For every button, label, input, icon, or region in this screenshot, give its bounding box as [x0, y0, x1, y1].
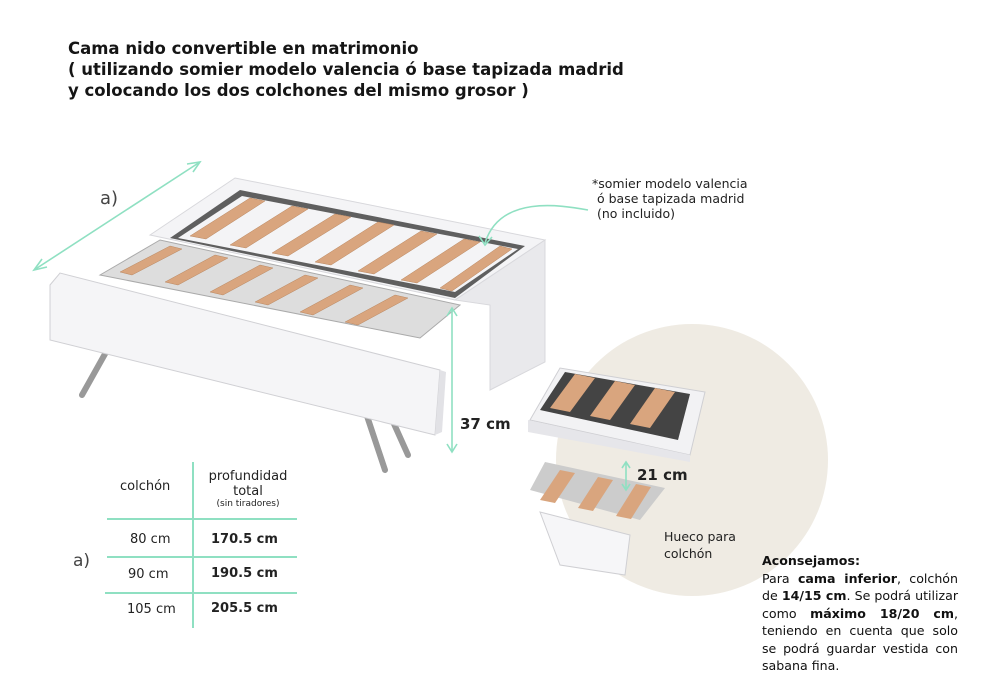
- note-line-1: *somier modelo valencia: [592, 176, 748, 191]
- advice-bold-3: máximo 18/20 cm: [810, 605, 954, 621]
- height-label: 37 cm: [460, 415, 511, 433]
- width-dimension-arrow: [32, 160, 202, 272]
- advice-bold-2: 14/15 cm: [781, 588, 847, 603]
- table-header-depth: profundidad total (sin tiradores): [200, 469, 296, 509]
- note-line-2: ó base tapizada madrid: [597, 191, 745, 206]
- detail-caption-line-2: colchón: [664, 546, 713, 561]
- detail-height-label: 21 cm: [637, 466, 688, 484]
- advice-text-4: , teniendo en cuenta que solo se podrá g…: [762, 605, 959, 674]
- detail-caption-line-1: Hueco para: [664, 529, 736, 544]
- title-line-1: Cama nido convertible en matrimonio: [68, 39, 419, 58]
- table-cell-mattress: 105 cm: [127, 602, 176, 617]
- header-depth-line-1: profundidad: [208, 469, 288, 484]
- title-line-3: y colocando los dos colchones del mismo …: [68, 81, 529, 100]
- table-cell-depth: 170.5 cm: [211, 532, 278, 547]
- advice-bold-1: cama inferior: [797, 570, 897, 586]
- table-row-label: a): [73, 551, 91, 571]
- note-arrow: [484, 204, 589, 244]
- advice-text-3: . Se podrá utilizar como: [762, 588, 959, 621]
- table-cell-depth: 190.5 cm: [211, 566, 278, 581]
- page-title: Cama nido convertible en matrimonio ( ut…: [68, 38, 624, 101]
- header-depth-note: (sin tiradores): [216, 499, 280, 509]
- advice-text: Aconsejamos: Para cama inferior, colchón…: [762, 552, 958, 675]
- table-grid: [105, 462, 297, 628]
- height-dimension-arrow: [446, 306, 458, 454]
- somier-note: *somier modelo valencia ó base tapizada …: [592, 176, 748, 221]
- width-dimension-label: a): [100, 188, 119, 209]
- header-depth-line-2: total: [233, 484, 263, 499]
- table-cell-mattress: 80 cm: [130, 532, 171, 547]
- upper-bed: [148, 177, 547, 391]
- table-cell-mattress: 90 cm: [128, 567, 169, 582]
- table-header-mattress: colchón: [120, 479, 171, 494]
- title-line-2: ( utilizando somier modelo valencia ó ba…: [68, 60, 624, 79]
- note-line-3: (no incluido): [597, 206, 676, 221]
- table-cell-depth: 205.5 cm: [211, 601, 278, 616]
- advice-heading: Aconsejamos:: [762, 553, 860, 568]
- trundle-bed: [49, 239, 462, 473]
- detail-view: [528, 367, 706, 576]
- detail-caption: Hueco para colchón: [664, 528, 736, 562]
- advice-text-2: , colchón de: [762, 570, 958, 604]
- advice-text-1: Para: [762, 570, 798, 586]
